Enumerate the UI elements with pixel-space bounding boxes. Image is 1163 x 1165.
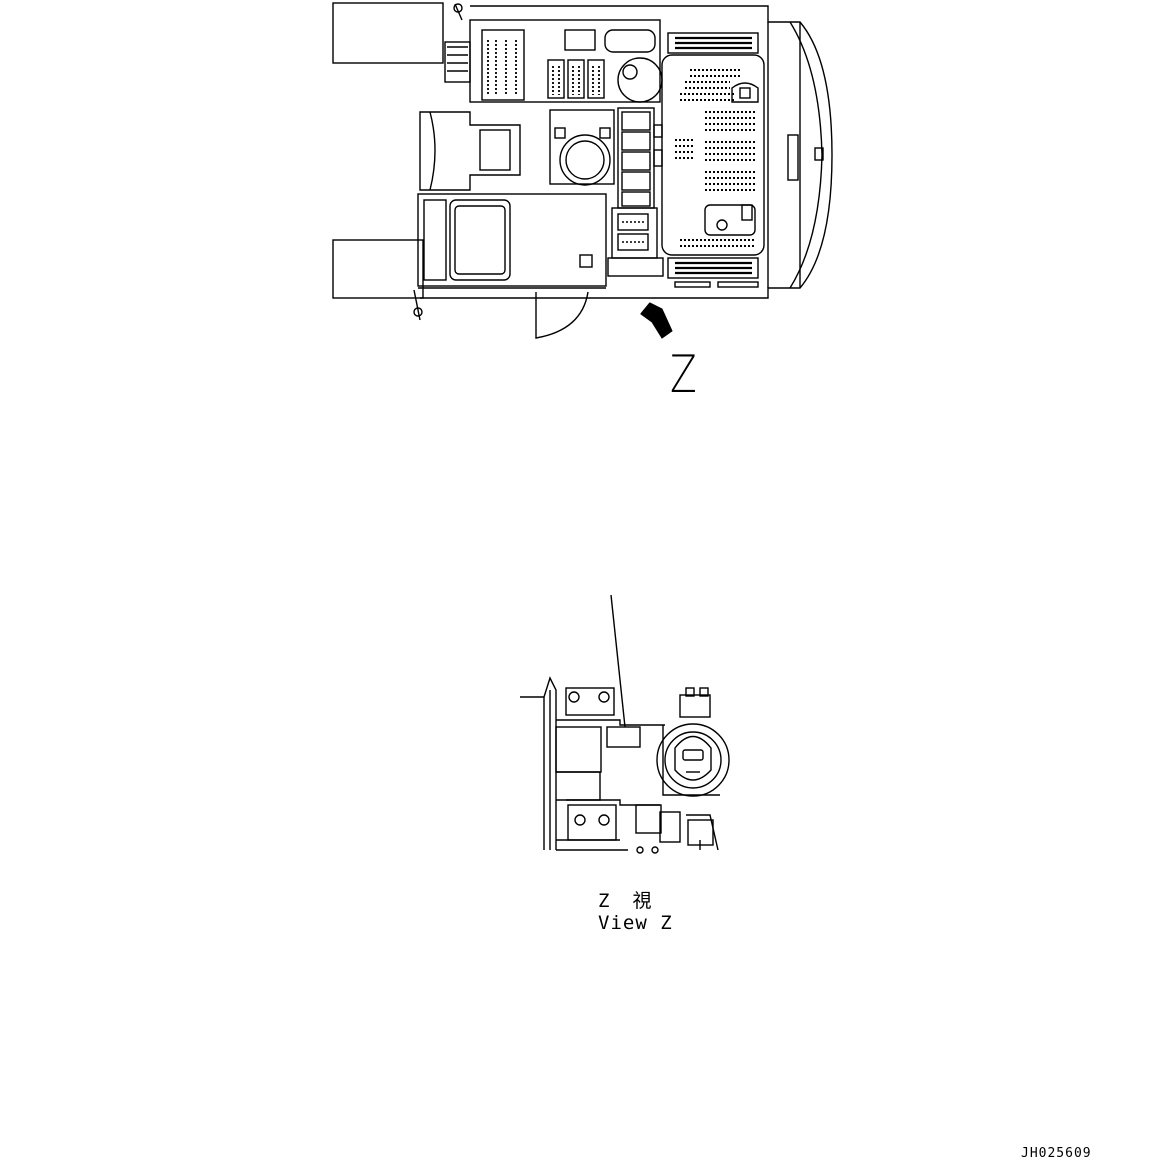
hood-component — [704, 204, 756, 236]
caption-japanese: Z 視 — [598, 890, 654, 912]
filler-cap-outer — [656, 723, 730, 797]
detail-view-z — [520, 594, 730, 854]
seat — [419, 111, 521, 191]
grille-top — [667, 32, 759, 54]
leader-line — [610, 594, 626, 728]
control-column — [617, 107, 655, 209]
rear-curve — [789, 21, 823, 289]
turntable-box — [549, 109, 615, 185]
grille-bottom — [667, 257, 759, 279]
decal-plate — [606, 726, 641, 748]
filler-cap-knob — [674, 735, 712, 781]
door-swing — [535, 291, 589, 339]
hood-perforations — [675, 69, 755, 247]
body-outline — [420, 5, 833, 299]
cab-outline — [417, 193, 607, 287]
view-arrow-letter: Z — [670, 345, 697, 405]
left-block-lower — [332, 239, 424, 299]
view-arrow — [640, 302, 673, 339]
swing-circle — [559, 134, 611, 186]
drawing-code: JH025609 — [1021, 1146, 1092, 1161]
left-block-upper — [332, 2, 444, 64]
machine-top-view — [332, 2, 833, 339]
rear-slot — [787, 134, 799, 181]
cab-window — [449, 199, 511, 281]
caption-english: View Z — [598, 912, 673, 934]
